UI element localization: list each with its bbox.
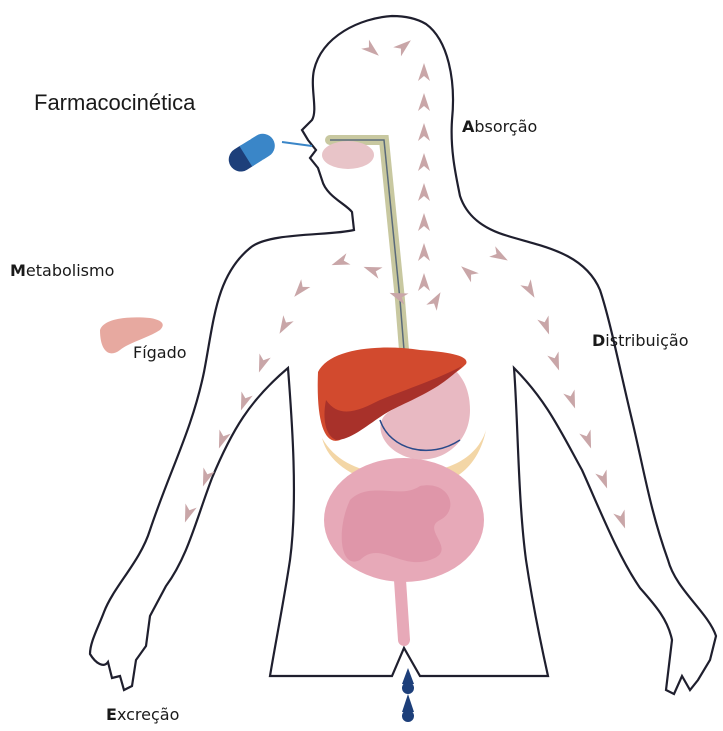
flow-arrow-icon — [547, 351, 564, 372]
flow-arrow-icon — [537, 315, 554, 336]
flow-arrow-icon — [418, 63, 430, 81]
flow-arrow-icon — [426, 289, 445, 311]
label-distribution: Distribuição — [592, 331, 689, 350]
small-intestine — [342, 485, 451, 562]
flow-arrow-icon — [274, 315, 293, 337]
flow-arrow-icon — [418, 123, 430, 141]
capsule-icon — [224, 129, 279, 176]
flow-arrow-icon — [418, 273, 430, 291]
flow-arrow-icon — [418, 153, 430, 171]
flow-arrow-icon — [361, 261, 382, 278]
flow-arrow-icon — [361, 40, 383, 61]
flow-arrow-icon — [418, 93, 430, 111]
flow-arrow-icon — [253, 353, 270, 374]
label-liver: Fígado — [133, 343, 187, 362]
flow-arrow-icon — [329, 253, 350, 270]
flow-arrow-icon — [520, 279, 539, 301]
label-excretion: Excreção — [106, 705, 179, 724]
flow-arrow-icon — [489, 246, 511, 265]
rectum — [400, 580, 404, 640]
flow-arrow-icon — [595, 469, 612, 490]
flow-arrow-icon — [418, 213, 430, 231]
flow-arrow-icon — [613, 509, 630, 530]
flow-arrow-icon — [213, 429, 230, 450]
flow-arrow-icon — [235, 391, 252, 412]
flow-arrow-icon — [418, 243, 430, 261]
page-title: Farmacocinética — [34, 90, 196, 115]
flow-arrow-icon — [457, 262, 479, 283]
flow-arrow-icon — [393, 36, 415, 57]
flow-arrow-icon — [179, 503, 196, 524]
capsule-path-line — [282, 142, 312, 146]
esophagus — [330, 140, 404, 350]
flow-arrow-icon — [290, 279, 311, 301]
flow-arrow-icon — [418, 183, 430, 201]
flow-arrow-icon — [579, 429, 596, 450]
mouth-tongue — [322, 141, 374, 169]
flow-arrow-icon — [563, 389, 580, 410]
label-absorption: Absorção — [462, 117, 537, 136]
label-metabolism: Metabolismo — [10, 261, 114, 280]
